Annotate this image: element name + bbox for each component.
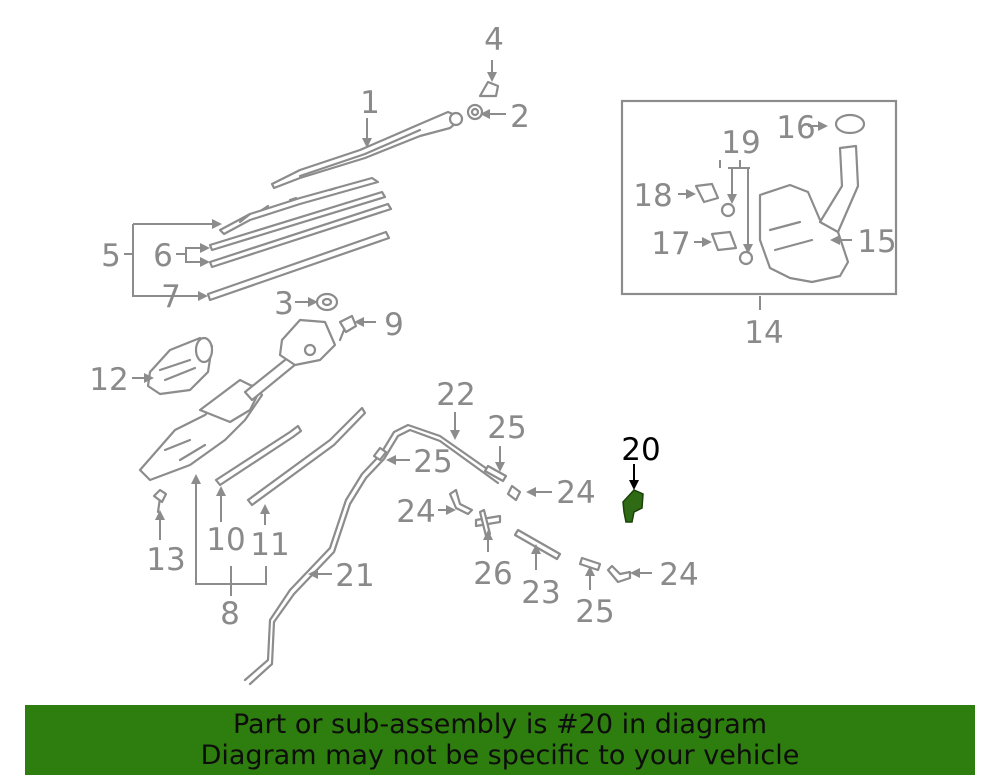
callout-22: 22 bbox=[436, 377, 475, 413]
banner-line-2: Diagram may not be specific to your vehi… bbox=[200, 740, 800, 771]
parts-diagram: 1 2 4 5 6 7 3 9 12 13 10 11 8 21 22 25 2… bbox=[89, 22, 898, 686]
callout-13: 13 bbox=[146, 542, 185, 578]
washer-pump-17[interactable] bbox=[710, 230, 754, 266]
washer-part[interactable] bbox=[315, 292, 339, 312]
callout-4: 4 bbox=[484, 22, 504, 58]
tank-cap[interactable] bbox=[834, 113, 866, 135]
callout-12: 12 bbox=[89, 362, 128, 398]
callout-24b: 24 bbox=[396, 494, 435, 530]
banner-line-1: Part or sub-assembly is #20 in diagram bbox=[232, 709, 768, 740]
callout-labels: 1 2 4 5 6 7 3 9 12 13 10 11 8 21 22 25 2… bbox=[89, 22, 896, 632]
callout-1: 1 bbox=[360, 85, 380, 121]
callout-24a: 24 bbox=[556, 475, 595, 511]
washer-hoses[interactable] bbox=[243, 423, 632, 686]
callout-16: 16 bbox=[776, 110, 815, 146]
callout-25b: 25 bbox=[413, 444, 452, 480]
nut-part[interactable] bbox=[466, 103, 484, 121]
washer-nozzle-highlighted[interactable] bbox=[622, 489, 644, 523]
callout-5: 5 bbox=[101, 238, 121, 274]
callout-18: 18 bbox=[633, 178, 672, 214]
callout-3: 3 bbox=[274, 286, 294, 322]
callout-24c: 24 bbox=[659, 557, 698, 593]
wiper-linkage[interactable] bbox=[138, 318, 367, 514]
callout-23: 23 bbox=[521, 575, 560, 611]
callout-15: 15 bbox=[857, 224, 896, 260]
callout-17: 17 bbox=[651, 226, 690, 262]
cap-part[interactable] bbox=[478, 80, 500, 98]
callout-9: 9 bbox=[384, 307, 404, 343]
callout-25c: 25 bbox=[575, 594, 614, 630]
wiper-arm[interactable] bbox=[270, 110, 464, 190]
wiper-blade-assembly[interactable] bbox=[206, 176, 393, 302]
callout-14: 14 bbox=[744, 315, 783, 351]
callout-26: 26 bbox=[473, 556, 512, 592]
callout-25a: 25 bbox=[487, 410, 526, 446]
info-banner: Part or sub-assembly is #20 in diagram D… bbox=[25, 705, 975, 775]
callout-21: 21 bbox=[335, 558, 374, 594]
washer-tank-box bbox=[620, 99, 898, 296]
callout-19: 19 bbox=[721, 125, 760, 161]
callout-11: 11 bbox=[250, 527, 289, 563]
callout-7: 7 bbox=[161, 279, 181, 315]
callout-2: 2 bbox=[510, 99, 530, 135]
callout-10: 10 bbox=[206, 522, 245, 558]
callout-8: 8 bbox=[220, 596, 240, 632]
washer-pump-18[interactable] bbox=[694, 182, 736, 218]
wiper-motor[interactable] bbox=[146, 336, 214, 396]
callout-20: 20 bbox=[621, 432, 660, 468]
bolt-part[interactable] bbox=[338, 314, 358, 342]
washer-tank[interactable] bbox=[758, 144, 860, 284]
leader-lines bbox=[124, 60, 852, 596]
callout-6: 6 bbox=[153, 238, 173, 274]
leader-line-20 bbox=[629, 464, 639, 490]
